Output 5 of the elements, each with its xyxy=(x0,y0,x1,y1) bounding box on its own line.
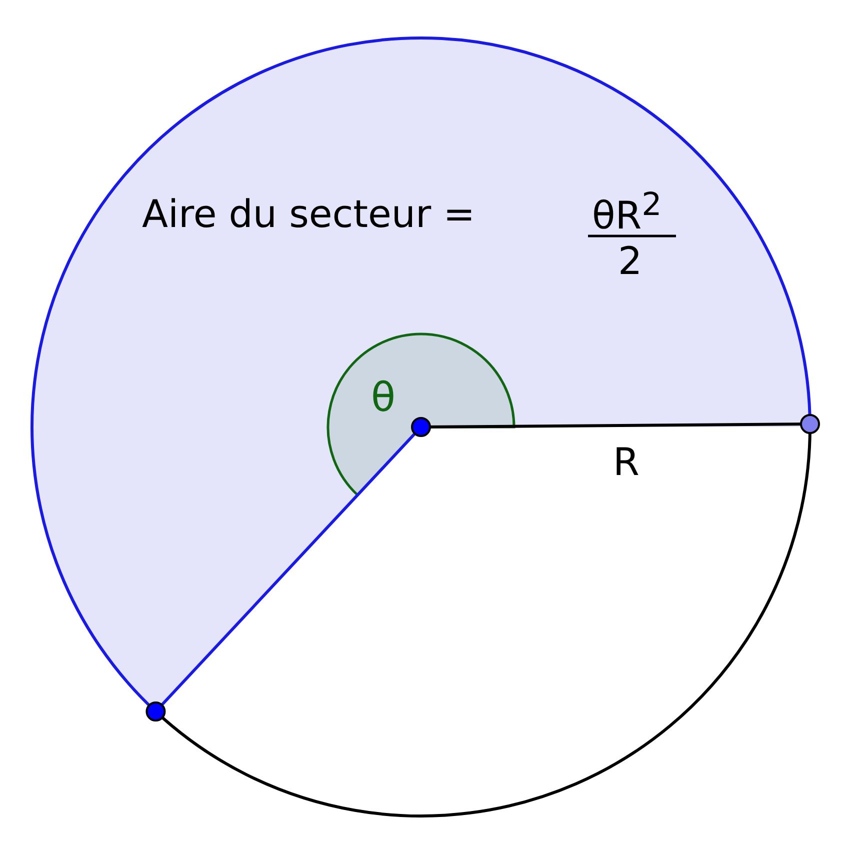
angle-label: θ xyxy=(371,378,396,418)
fraction-numerator: θR$^{2}$ xyxy=(592,190,662,235)
radius-label: R xyxy=(613,443,640,481)
fraction-denominator: 2 xyxy=(618,242,642,280)
formula-text: Aire du secteur = xyxy=(142,195,476,233)
